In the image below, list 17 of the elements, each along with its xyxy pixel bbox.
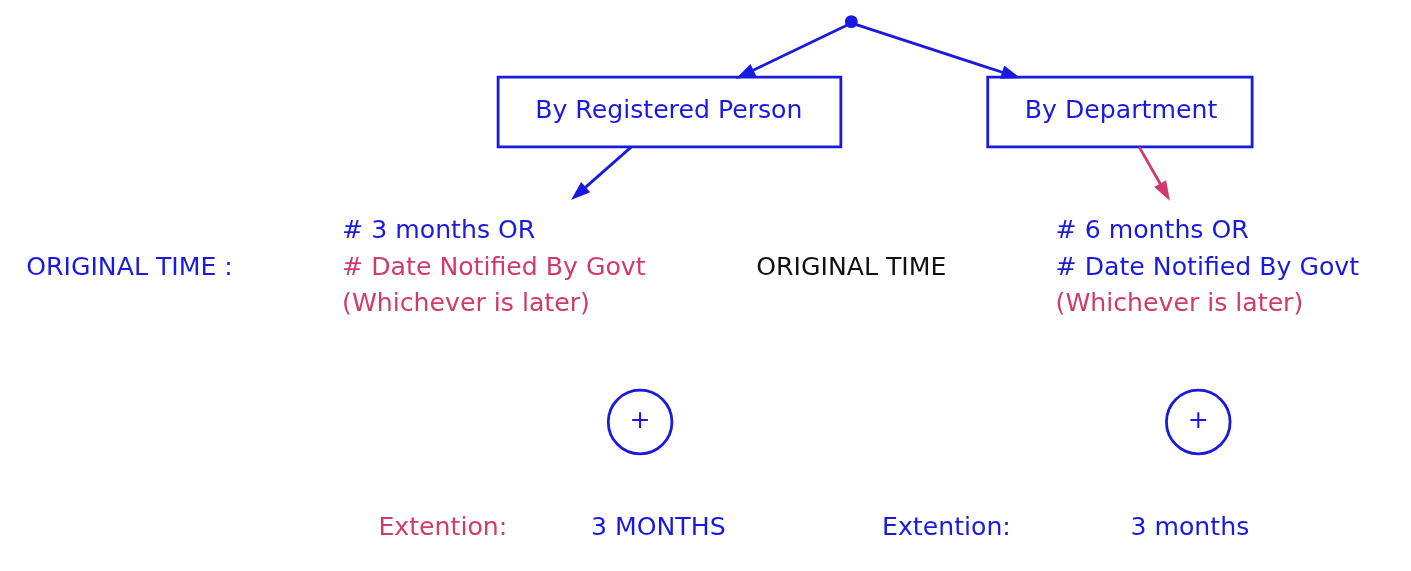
arrow: [1138, 146, 1170, 201]
label: ORIGINAL TIME :: [26, 251, 233, 281]
node-text: # 6 months OR # Date Notified By Govt (Whichever is later): [1055, 215, 1360, 318]
label: Extention:: [882, 512, 1011, 542]
label: 3 months: [1130, 512, 1250, 542]
node-box: By Department: [986, 75, 1254, 149]
node-text: # 3 months OR # Date Notified By Govt (Whichever is later): [342, 215, 646, 318]
label: +: [629, 405, 651, 435]
node-box: By Registered Person: [496, 75, 843, 149]
label: ORIGINAL TIME: [756, 251, 947, 281]
label: 3 MONTHS: [590, 512, 726, 542]
label: Extention:: [378, 512, 508, 542]
arrow: [735, 23, 848, 79]
arrow: [570, 146, 633, 201]
arrow: [855, 23, 1021, 79]
label: +: [1187, 405, 1209, 435]
node-point: [844, 15, 858, 29]
